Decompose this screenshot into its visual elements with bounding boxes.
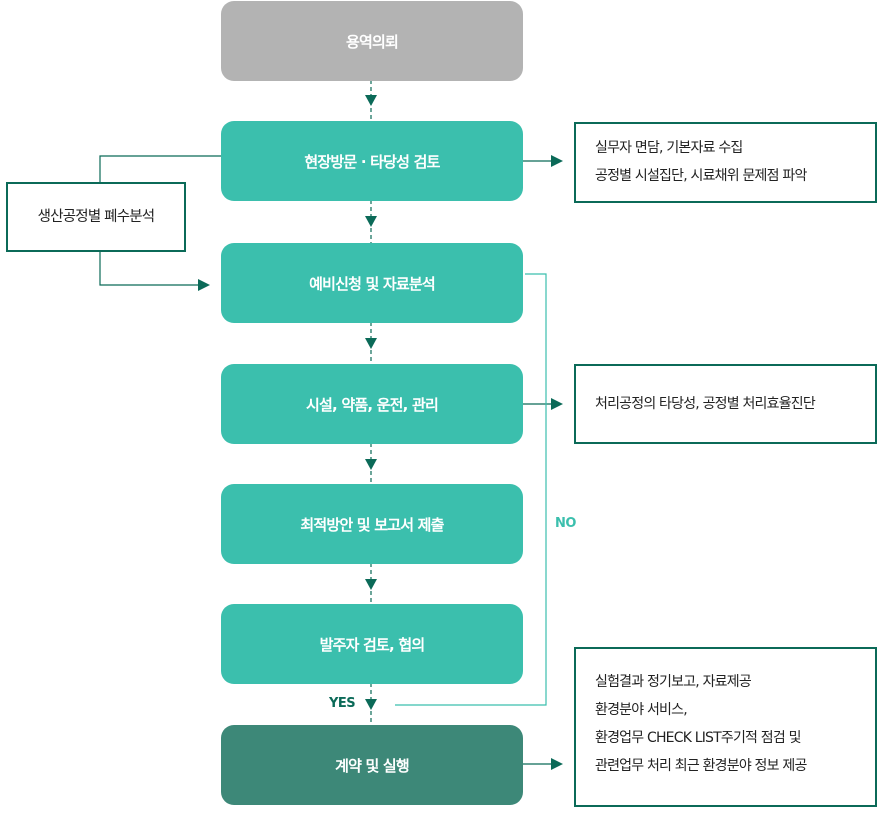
step-label: 현장방문 · 타당성 검토 bbox=[304, 152, 440, 171]
right-arrow-icon bbox=[551, 398, 563, 410]
no-loop-line bbox=[395, 273, 547, 706]
step-client-review: 발주자 검토, 협의 bbox=[221, 604, 523, 684]
down-arrow-icon bbox=[365, 699, 377, 710]
right-arrow-icon bbox=[551, 155, 563, 167]
note-box-site-visit: 실무자 면담, 기본자료 수집 공정별 시설집단, 시료채위 문제점 파악 bbox=[574, 122, 877, 203]
note-line: 실험결과 정기보고, 자료제공 bbox=[595, 674, 752, 690]
step-preliminary-analysis: 예비신청 및 자료분석 bbox=[221, 243, 523, 323]
down-arrow-icon bbox=[365, 216, 377, 227]
note-line: 공정별 시설집단, 시료채위 문제점 파악 bbox=[595, 168, 807, 184]
step-label: 예비신청 및 자료분석 bbox=[309, 274, 436, 293]
step-optimal-plan-report: 최적방안 및 보고서 제출 bbox=[221, 484, 523, 564]
right-arrow-icon bbox=[551, 758, 563, 770]
side-connector-bottom bbox=[99, 251, 198, 286]
step-service-request: 용역의뢰 bbox=[221, 1, 523, 81]
down-arrow-icon bbox=[365, 95, 377, 106]
note-line: 실무자 면담, 기본자료 수집 bbox=[595, 140, 743, 156]
note-line: 관련업무 처리 최근 환경분야 정보 제공 bbox=[595, 758, 807, 774]
note-box-contract-services: 실험결과 정기보고, 자료제공 환경분야 서비스, 환경업무 CHECK LIS… bbox=[574, 647, 877, 807]
step-label: 용역의뢰 bbox=[345, 32, 399, 51]
step-label: 계약 및 실행 bbox=[335, 756, 410, 775]
step-label: 발주자 검토, 협의 bbox=[319, 635, 426, 654]
branch-label-no: NO bbox=[555, 516, 576, 531]
branch-label-yes: YES bbox=[329, 696, 356, 711]
note-line: 환경분야 서비스, bbox=[595, 702, 688, 718]
down-arrow-icon bbox=[365, 459, 377, 470]
step-contract-execution: 계약 및 실행 bbox=[221, 725, 523, 805]
down-arrow-icon bbox=[365, 579, 377, 590]
step-facility-operation: 시설, 약품, 운전, 관리 bbox=[221, 364, 523, 444]
step-label: 시설, 약품, 운전, 관리 bbox=[306, 395, 439, 414]
right-arrow-icon bbox=[198, 279, 210, 291]
down-arrow-icon bbox=[365, 338, 377, 349]
side-box-label: 생산공정별 폐수분석 bbox=[37, 209, 155, 225]
side-connector-top bbox=[99, 155, 221, 182]
note-line: 환경업무 CHECK LIST주기적 점검 및 bbox=[595, 730, 801, 746]
step-site-visit: 현장방문 · 타당성 검토 bbox=[221, 121, 523, 201]
note-line: 처리공정의 타당성, 공정별 처리효율진단 bbox=[595, 396, 816, 412]
step-label: 최적방안 및 보고서 제출 bbox=[300, 515, 444, 534]
note-box-process-diagnosis: 처리공정의 타당성, 공정별 처리효율진단 bbox=[574, 364, 877, 444]
side-box-wastewater-analysis: 생산공정별 폐수분석 bbox=[6, 182, 186, 252]
